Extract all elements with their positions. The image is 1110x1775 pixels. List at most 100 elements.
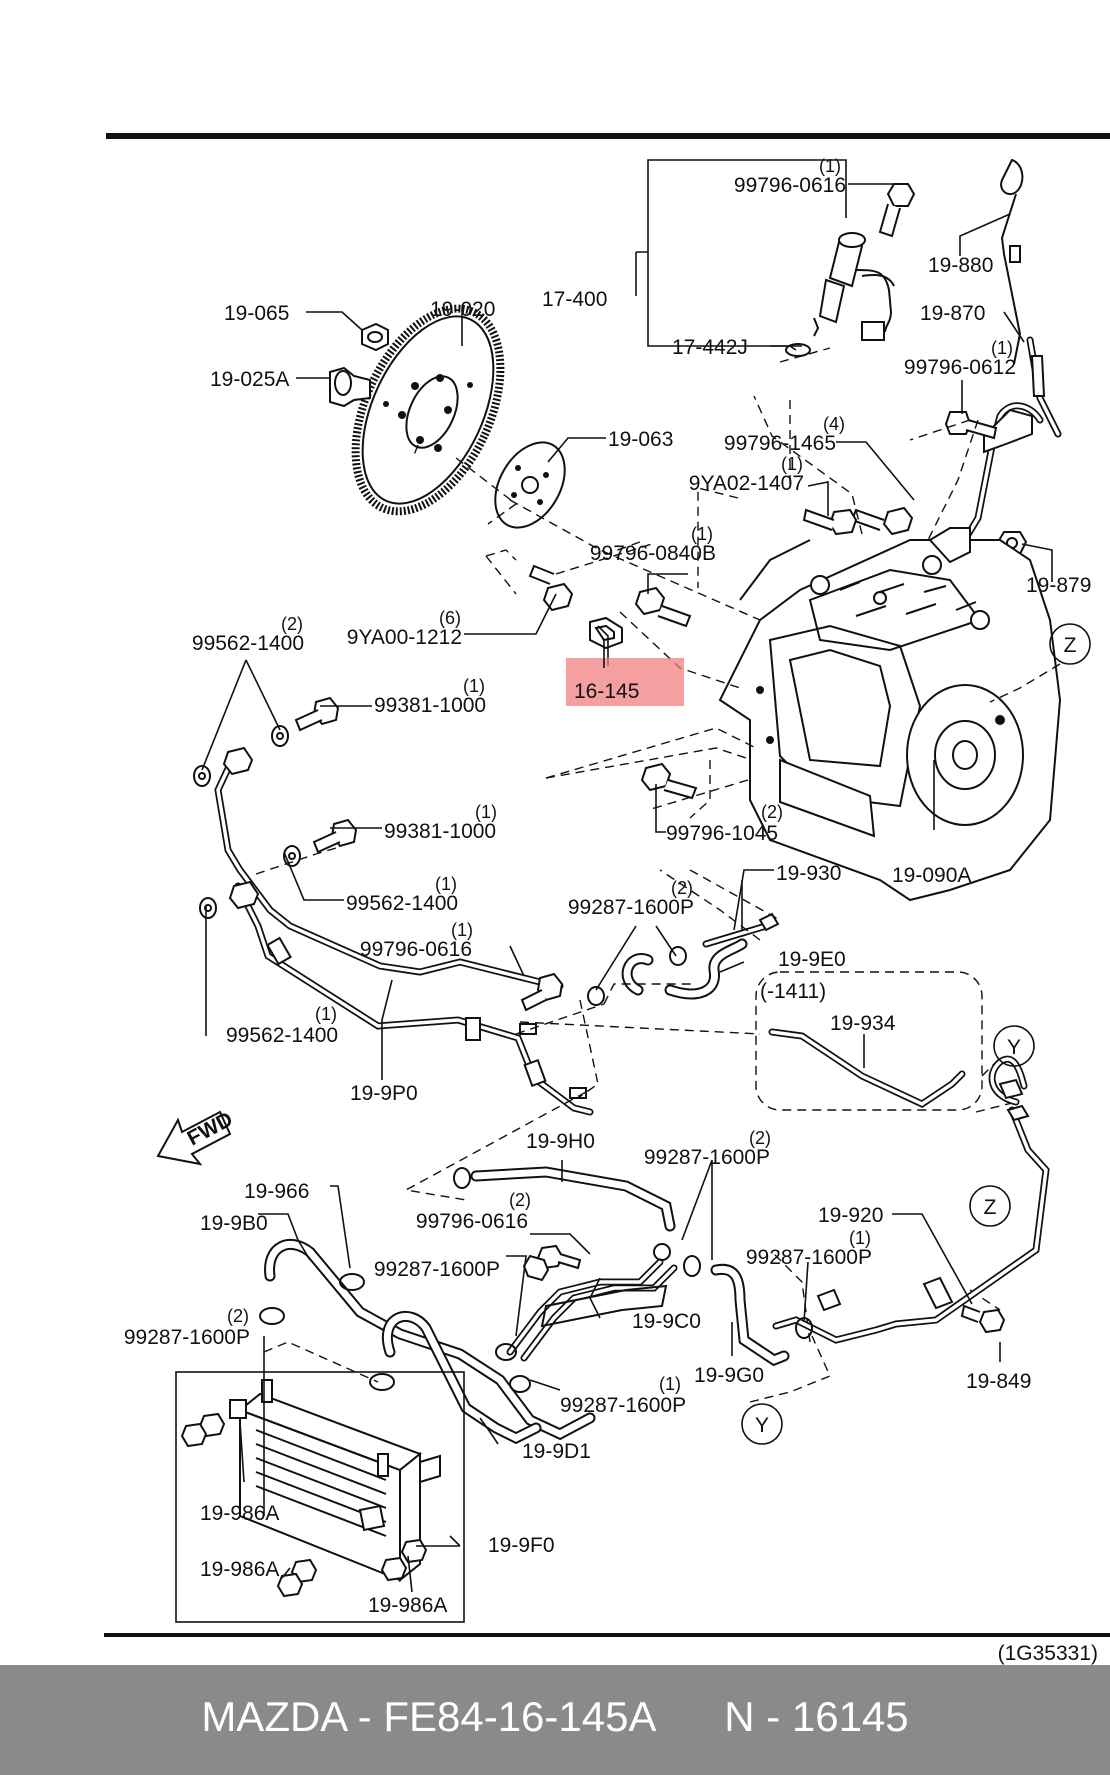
callout-label: 19-986A (200, 1558, 279, 1581)
nut-19-065 (361, 322, 389, 352)
callout-label: 19-849 (966, 1370, 1031, 1393)
oring-17-442J (785, 343, 811, 357)
callout-label: 19-986A (200, 1502, 279, 1525)
highlight-16-145 (566, 658, 684, 706)
callout-label: 19-920 (818, 1204, 883, 1227)
callout-label: 99287-1600P (124, 1326, 250, 1349)
callout-qty: (2) (761, 802, 783, 822)
flywheel (351, 304, 505, 516)
callout-qty: (1) (991, 338, 1013, 358)
callout-qty: (6) (439, 608, 461, 628)
callout-label: 19-879 (1026, 574, 1091, 597)
footer-text: MAZDA - FE84-16-145A N - 16145 (201, 1693, 909, 1740)
marker-z-top: Z (1049, 623, 1091, 665)
pipe-19-920 (772, 1055, 1050, 1344)
callout-label: 99796-1465 (724, 432, 836, 455)
figure-code: (1G35331) (998, 1642, 1098, 1665)
callout-label: 99796-0616 (734, 174, 846, 197)
callout-label: 99796-0612 (904, 356, 1016, 379)
footer-n-value: 16145 (791, 1693, 909, 1740)
bolts-99796-0616-lower (522, 1244, 582, 1282)
marker-y-bottom: Y (741, 1403, 783, 1445)
callout-label: 19-934 (830, 1012, 896, 1035)
callout-label: 99796-0840B (590, 542, 716, 565)
callout-label: 99562-1400 (346, 892, 458, 915)
callout-label: 19-880 (928, 254, 993, 277)
callout-label: 99287-1600P (560, 1394, 686, 1417)
callout-label: 19-065 (224, 302, 289, 325)
fwd-arrow: FWD (156, 1108, 237, 1166)
callout-label: 19-090A (892, 864, 971, 887)
footer-bar: MAZDA - FE84-16-145A N - 16145 (0, 1665, 1110, 1775)
variant-box (755, 971, 983, 1111)
callout-qty: (2) (227, 1306, 249, 1326)
callout-qty: (1) (475, 802, 497, 822)
plate-19-063 (494, 441, 566, 529)
callout-label: 99287-1600P (746, 1246, 872, 1269)
callout-labels: (1) 99796-0616 19-880 17-400 19-065 19-0… (124, 156, 1092, 1617)
callout-label: 19-025A (210, 368, 289, 391)
callout-qty: (1) (435, 874, 457, 894)
pipe-19-9c0 (495, 1243, 701, 1362)
parts-diagram: FWD Z Z Y Y (104, 133, 1110, 1665)
callout-label: 17-400 (542, 288, 607, 311)
callout-label: 99287-1600P (644, 1146, 770, 1169)
callout-label: 9YA00-1212 (347, 626, 462, 649)
cooler-box (175, 1371, 465, 1623)
callout-label: 19-9C0 (632, 1310, 701, 1333)
marker-y-label: Y (1007, 1036, 1021, 1059)
bolt-9YA02-1407 (802, 508, 858, 536)
callout-label-highlighted: 16-145 (574, 680, 639, 703)
cooler-pipe-19-9p0 (214, 746, 594, 1116)
dipstick-tube (962, 336, 1062, 542)
hose-19-9d1 (369, 1311, 542, 1445)
hose-19-9e0 (621, 880, 780, 1000)
speed-sensor (813, 232, 895, 341)
callout-label: 19-870 (920, 302, 985, 325)
dipstick (1000, 158, 1024, 365)
callout-label: 19-986A (368, 1594, 447, 1617)
marker-z-label: Z (1064, 634, 1077, 657)
callout-label: 99796-0616 (360, 938, 472, 961)
pipe-19-934 (768, 1028, 966, 1109)
marker-z-label: Z (984, 1196, 997, 1219)
marker-y-label: Y (755, 1414, 769, 1437)
bushing-19-025A (329, 366, 371, 408)
callout-qty: (1) (691, 524, 713, 544)
top-rule (106, 133, 1110, 139)
bolt-99796-0612 (944, 411, 998, 440)
callout-qty: (1) (819, 156, 841, 176)
callout-qty: (4) (823, 414, 845, 434)
callout-label: 99381-1000 (374, 694, 486, 717)
washers-bolts-left (193, 696, 564, 1012)
callout-label: 99381-1000 (384, 820, 496, 843)
hose-19-9g0 (710, 1263, 813, 1367)
callout-qty: (1) (781, 454, 803, 474)
marker-y-right: Y (993, 1025, 1035, 1067)
bolt-99796-1465 (850, 506, 914, 536)
clamps-mid (587, 946, 687, 1006)
callout-label: 99287-1600P (568, 896, 694, 919)
callout-label: 19-063 (608, 428, 673, 451)
oil-cooler (229, 1379, 441, 1583)
callout-label: 19-9H0 (526, 1130, 595, 1153)
callout-label: 99562-1400 (192, 632, 304, 655)
callout-label: 99287-1600P (374, 1258, 500, 1281)
callout-label: 19-9F0 (488, 1534, 555, 1557)
callout-qty: (2) (671, 878, 693, 898)
callout-label: 19-9D1 (522, 1440, 591, 1463)
callout-qty: (1) (463, 676, 485, 696)
callout-label: 99796-0616 (416, 1210, 528, 1233)
transmission (718, 527, 1062, 902)
hose-19-9h0 (453, 1166, 676, 1232)
dashed-guides (255, 347, 1061, 1541)
callout-label: 19-020 (430, 298, 495, 321)
callout-label: 19-9E0 (778, 948, 846, 971)
bolt-19-849 (960, 1304, 1006, 1334)
callout-label: 19-966 (244, 1180, 309, 1203)
callout-label: 99562-1400 (226, 1024, 338, 1047)
footer-part-number: FE84-16-145A (383, 1693, 655, 1740)
callout-qty: (1) (315, 1004, 337, 1024)
callout-qty: (1) (659, 1374, 681, 1394)
